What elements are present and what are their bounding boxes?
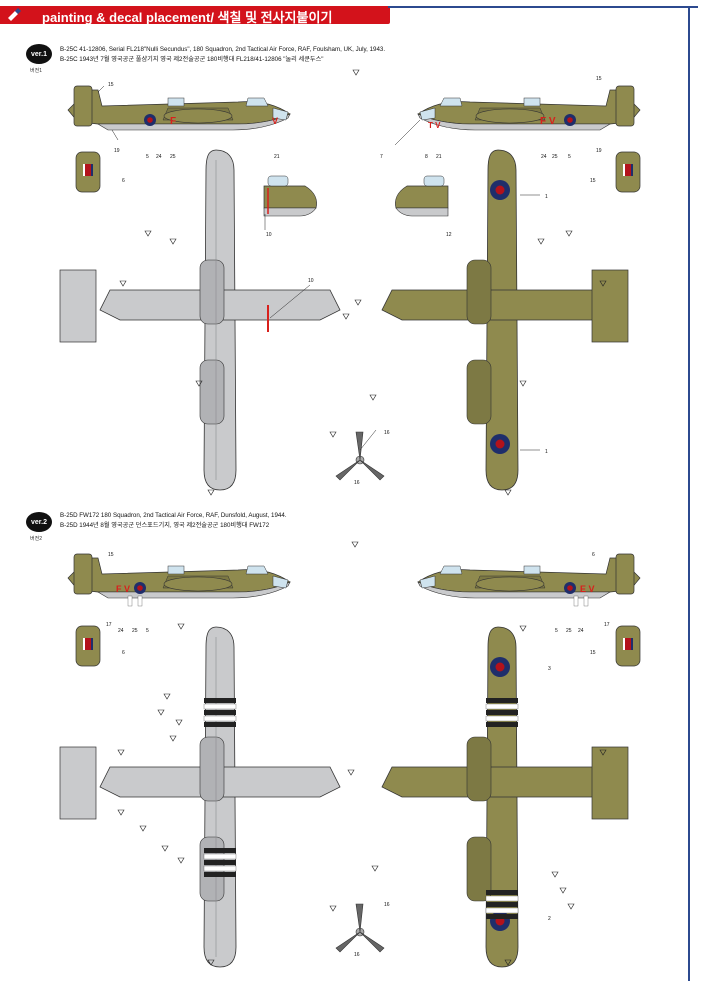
v2-callout-top-3: 3 [548,666,551,672]
v1-propeller [335,431,385,481]
v1-left-side-profile: F V [67,85,291,131]
v2-callout-tail-6: 6 [122,650,125,656]
version-1-badge: ver.1 [26,44,52,64]
svg-text:F V: F V [116,584,130,594]
v1-callout-right-21: 21 [436,154,442,160]
v1-callout-nose-10: 10 [266,232,272,238]
v2-tail-detail-right [615,625,641,667]
v2-callout-prop-16b: 16 [354,952,360,958]
v1-callout-right-24: 24 [541,154,547,160]
v1-tail-detail-left [75,151,101,193]
v1-callout-numbers: 15 19 5 24 25 21 7 8 21 15 24 25 5 19 6 … [108,76,602,486]
v2-callout-left-17: 17 [106,622,112,628]
svg-text:V: V [272,116,278,126]
v1-callout-prop-16a: 16 [384,430,390,436]
v1-callout-markers [119,69,607,496]
v1-callout-top-1a: 1 [545,194,548,200]
v1-callout-tail-15: 15 [590,178,596,184]
v2-right-side-profile [417,553,641,599]
v1-nose-detail-right [395,175,449,217]
v1-right-side-profile [417,85,641,131]
v1-callout-right-15: 15 [596,76,602,82]
v1-callout-bottom-10: 10 [308,278,314,284]
v2-callout-left-5: 5 [146,628,149,634]
v2-bottom-view [59,626,341,968]
v2-tail-detail-left [75,625,101,667]
v1-callout-left-21: 21 [274,154,280,160]
header-title: painting & decal placement/ 색칠 및 전사지붙이기 [42,10,333,25]
v1-leader-lines [97,85,540,451]
header-rule [388,6,698,8]
v1-callout-tail-6: 6 [122,178,125,184]
version-2-description-ko: B-25D 1944년 8월 영국공군 던스포드기지, 영국 제2전술공군 18… [60,522,270,529]
v2-callout-left-15: 15 [108,552,114,558]
v2-right-roundel [564,582,576,594]
v1-callout-right-7: 7 [380,154,383,160]
v1-callout-right-8: 8 [425,154,428,160]
v1-callout-right-25: 25 [552,154,558,160]
v1-nose-detail-left [263,175,317,217]
right-border-rule [688,6,690,981]
v1-tail-detail-right [615,151,641,193]
v1-callout-left-19: 19 [114,148,120,154]
v1-callout-right-19: 19 [596,148,602,154]
paint-brush-icon [8,8,21,21]
v2-callout-right-6: 6 [592,552,595,558]
v2-callout-prop-16a: 16 [384,902,390,908]
v2-callout-markers [117,541,607,966]
v2-propeller [335,903,385,953]
header-red-band [30,6,390,24]
version-1-description-ko: B-25C 1943년 7월 영국공군 풀샴기지 영국 제2전술공군 180비행… [60,56,324,63]
v1-callout-left-24: 24 [156,154,162,160]
page-header: painting & decal placement/ 색칠 및 전사지붙이기 [0,0,715,30]
v1-callout-top-1b: 1 [545,449,548,455]
v1-right-nose-letters: T V [428,121,441,130]
v2-callout-right-25: 25 [566,628,572,634]
version-2-sub: 버전2 [30,536,42,542]
v1-callout-nose-12: 12 [446,232,452,238]
v2-callout-numbers: 15 17 24 25 5 6 5 25 24 17 6 15 3 2 16 1… [106,552,610,958]
v2-left-side-profile: F V [67,553,291,599]
v2-callout-left-25: 25 [132,628,138,634]
v2-callout-top-2: 2 [548,916,551,922]
v2-plan-invasion-stripes [203,698,519,919]
svg-text:F: F [170,116,176,127]
version-1-description-en: B-25C 41-12806, Serial FL218"Nulli Secun… [60,46,386,53]
v1-callout-left-15: 15 [108,82,114,88]
version-2-description-en: B-25D FW172 180 Squadron, 2nd Tactical A… [60,512,287,519]
v2-right-code-letters: E V [580,584,595,594]
v1-callout-left-5: 5 [146,154,149,160]
version-2-badge: ver.2 [26,512,52,532]
v1-right-roundel [564,114,576,126]
v1-right-code-letters: F V [540,116,556,127]
v2-callout-right-17: 17 [604,622,610,628]
version-1-sub: 버전1 [30,68,42,74]
v2-callout-right-5: 5 [555,628,558,634]
v2-callout-right-24: 24 [578,628,584,634]
v2-callout-tail-15: 15 [590,650,596,656]
v1-callout-prop-16b: 16 [354,480,360,486]
v2-side-invasion-stripes [127,595,589,607]
v1-callout-left-25: 25 [170,154,176,160]
v1-callout-right-5: 5 [568,154,571,160]
v2-callout-left-24: 24 [118,628,124,634]
